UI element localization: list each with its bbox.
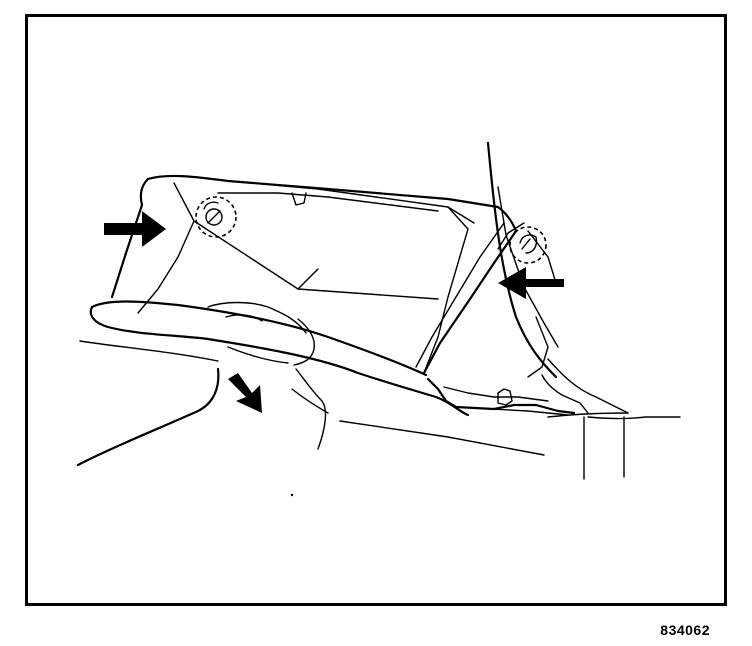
speck (290, 493, 294, 497)
glove-box-side-strut (415, 141, 629, 414)
stop-screw-right (509, 226, 547, 264)
arrow-left-icon (498, 267, 564, 299)
stop-screw-left (195, 196, 237, 238)
figure-number: 834062 (660, 622, 710, 638)
glove-box-door (110, 174, 518, 374)
illustration-frame (25, 14, 727, 606)
arrow-down-icon (228, 373, 262, 413)
glove-box-bin (89, 300, 576, 417)
instrument-panel-lower (76, 340, 681, 480)
glove-box-removal-drawing (76, 141, 681, 497)
arrow-right-icon (104, 211, 166, 247)
